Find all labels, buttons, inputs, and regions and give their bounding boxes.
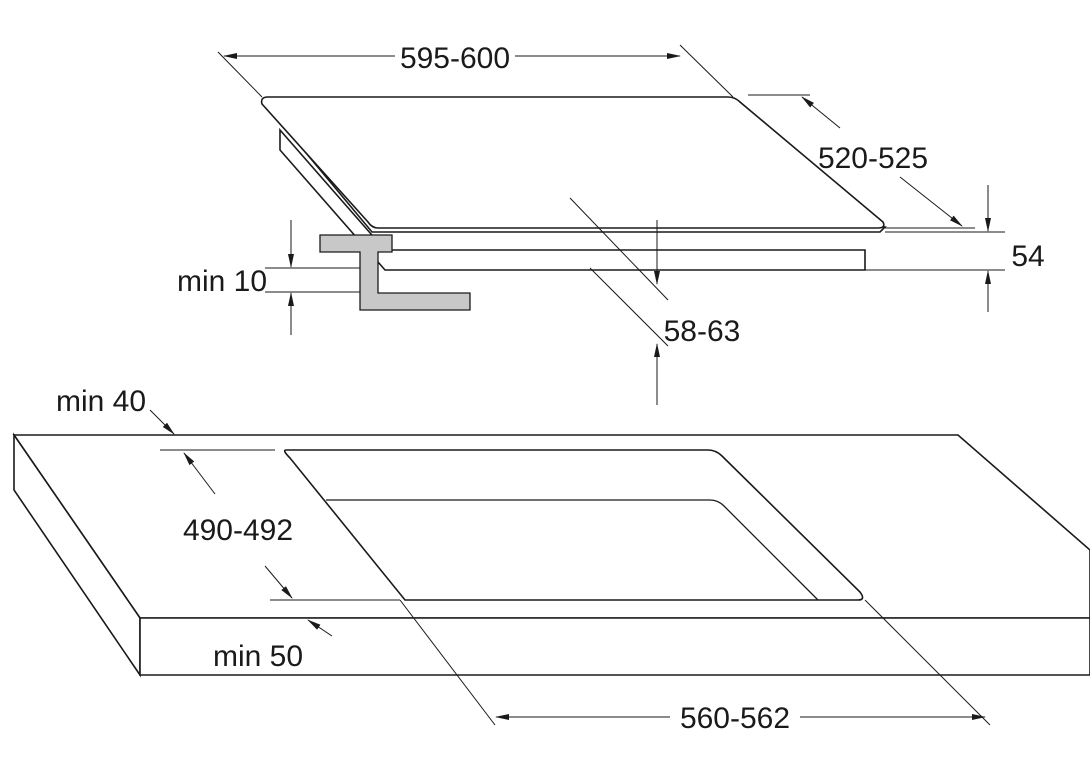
mounting-bracket: [319, 234, 471, 311]
hob: [260, 96, 887, 271]
dim-edge-front: [307, 619, 333, 637]
label-edge-front: min 50: [213, 640, 303, 673]
label-hob-height: 54: [1011, 240, 1044, 273]
label-edge-back: min 40: [56, 385, 146, 418]
dim-hob-depth: [748, 94, 975, 229]
label-built-in-depth: 58-63: [664, 315, 741, 348]
label-cutout-width: 560-562: [680, 702, 790, 735]
hob-top-surface: [260, 96, 885, 229]
label-hob-depth: 520-525: [818, 142, 928, 175]
dim-built-in-depth: [569, 197, 669, 405]
countertop: [12, 432, 1090, 678]
label-clearance: min 10: [177, 265, 267, 298]
dim-cutout-width: [399, 599, 991, 726]
dim-hob-width: [217, 44, 734, 98]
dim-hob-height: [855, 185, 1005, 312]
dim-cutout-depth: [183, 452, 400, 601]
cutout: [283, 449, 864, 601]
dim-edge-back: [149, 409, 275, 451]
label-cutout-depth: 490-492: [183, 514, 293, 547]
label-hob-width: 595-600: [400, 42, 510, 75]
dim-clearance: [265, 220, 360, 335]
